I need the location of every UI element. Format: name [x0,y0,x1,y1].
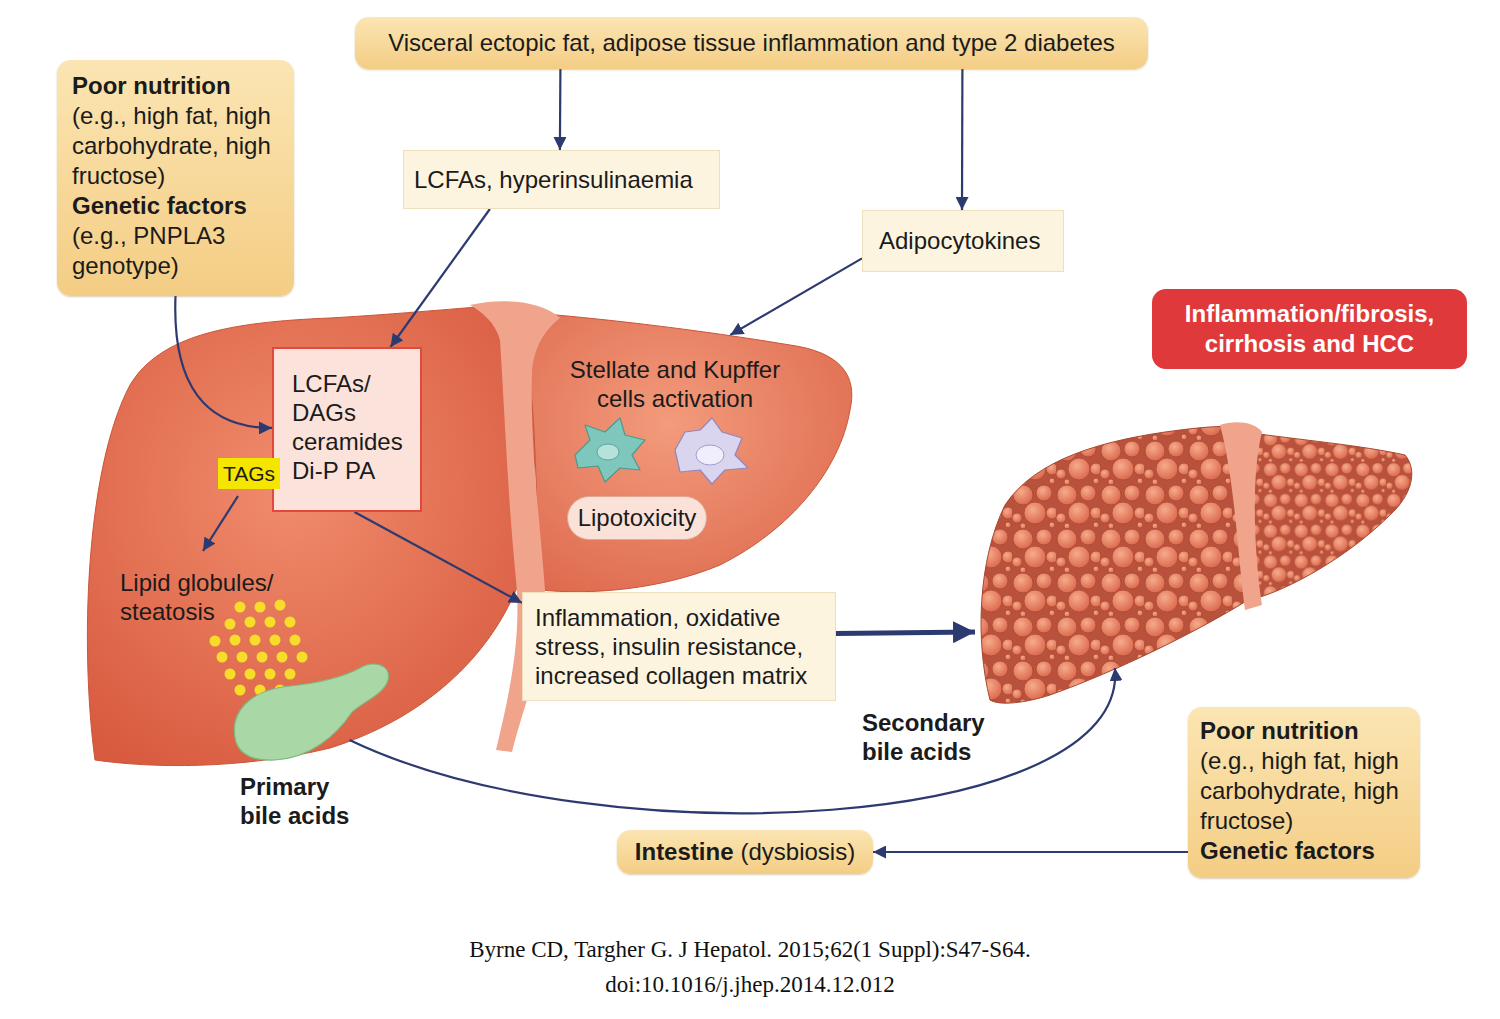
node-text: Inflammation/fibrosis, cirrhosis and HCC [1158,299,1461,359]
citation-text: Byrne CD, Targher G. J Hepatol. 2015;62(… [0,936,1500,964]
process-box: Adipocytokines [862,210,1064,272]
bile-acid-label: Secondary bile acids [862,708,1002,766]
arrow-connector [961,69,964,210]
node-text: Intestine [635,837,734,867]
node-text: Genetic factors [72,191,286,221]
arrow-connector [559,69,562,150]
lipid-droplet [257,652,268,663]
node-text: Poor nutrition [72,71,286,101]
node-text: Genetic factors [1200,836,1412,866]
node-text: (e.g., high fat, high carbohydrate, high… [1200,746,1412,836]
lipid-droplet [217,652,228,663]
node-text: LCFAs/ DAGs ceramides Di-P PA [292,369,410,485]
lipid-droplet [225,619,236,630]
node-text: Adipocytokines [879,226,1047,256]
gallbladder-node: Primary bile acids [228,660,390,760]
lipotoxicity-pill: Lipotoxicity [567,496,707,540]
cell-label: Stellate and Kupffer cells activation [555,355,795,413]
tags-tag: TAGs [218,458,280,489]
intestine-box: Intestine(dysbiosis) [617,830,873,874]
tags-arrow [203,496,238,551]
node-text: Visceral ectopic fat, adipose tissue inf… [363,29,1140,57]
lipid-droplet [270,635,281,646]
process-box: LCFAs, hyperinsulinaemia [403,150,720,209]
arrow-connector [391,209,490,347]
lipid-droplet [235,685,246,696]
lipid-droplet [285,669,296,680]
kupffer-cell [675,418,748,484]
lipid-droplet [230,635,241,646]
lipid-droplet [255,602,266,613]
input-box: Poor nutrition(e.g., high fat, high carb… [1188,707,1420,878]
process-box: Inflammation, oxidative stress, insulin … [522,592,836,701]
cirrhotic-left-lobe [981,427,1248,704]
lipid-droplet [250,635,261,646]
arrow-connector [175,296,272,428]
lipid-droplet [277,652,288,663]
lipid-droplets [210,600,308,696]
lipid-droplet [210,636,221,647]
lipid-droplet [245,617,256,628]
lipid-box: LCFAs/ DAGs ceramides Di-P PA [272,347,422,512]
bile-acid-label: Primary bile acids [240,772,362,830]
gallbladder [234,664,388,760]
arrow-connector [873,851,1188,853]
node-text: (e.g., PNPLA3 genotype) [72,221,286,281]
lipid-droplet [237,652,248,663]
thick-arrow [836,632,975,633]
cirrhotic-ligament [1220,422,1262,610]
source-box: Visceral ectopic fat, adipose tissue inf… [355,17,1148,69]
lipid-droplet [297,652,308,663]
lipid-droplet [265,669,276,680]
lipid-droplet [265,617,276,628]
liver-left-lobe [87,305,535,766]
node-text: (dysbiosis) [740,837,855,867]
lipid-droplet [235,602,246,613]
node-text: (e.g., high fat, high carbohydrate, high… [72,101,286,191]
input-box: Poor nutrition(e.g., high fat, high carb… [57,60,294,296]
node-text: Lipotoxicity [568,497,706,538]
cirrhotic-liver: Secondary bile acids [975,418,1415,706]
arrow-connector [355,512,523,603]
node-text: Poor nutrition [1200,716,1412,746]
steatosis-label: Lipid globules/ steatosis [120,568,320,626]
liver-right-lobe [520,312,852,592]
cirrhotic-right-lobe [1245,432,1412,600]
node-text: Inflammation, oxidative stress, insulin … [535,603,823,690]
stellate-cell [575,418,645,482]
outcome-box: Inflammation/fibrosis, cirrhosis and HCC [1152,289,1467,369]
lipid-droplet [245,669,256,680]
arrow-connector [730,258,862,335]
lipid-droplet [290,635,301,646]
node-text: LCFAs, hyperinsulinaemia [414,165,709,194]
lipid-droplet [285,617,296,628]
node-text: TAGs [223,460,275,487]
lipid-droplet [275,600,286,611]
citation-text: doi:10.1016/j.jhep.2014.12.012 [0,971,1500,999]
lipid-droplet [225,669,236,680]
